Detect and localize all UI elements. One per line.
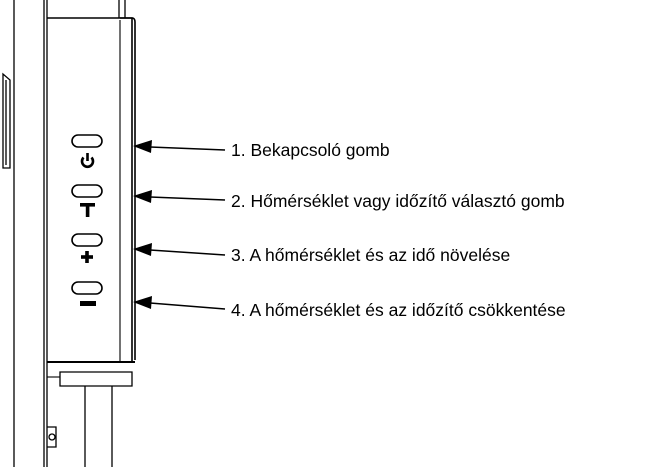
button-power[interactable]	[71, 134, 103, 148]
minus-icon	[80, 301, 96, 306]
arrow-2	[133, 190, 226, 203]
power-icon	[80, 153, 95, 169]
device-body	[47, 17, 136, 467]
wall-structure	[13, 0, 126, 467]
callout-label-3: 3. A hőmérséklet és az idő növelése	[231, 245, 510, 265]
arrow-4	[133, 296, 226, 310]
callout-label-1: 1. Bekapcsoló gomb	[231, 140, 390, 160]
button-select[interactable]	[71, 184, 103, 198]
button-minus[interactable]	[71, 281, 103, 295]
callout-label-4: 4. A hőmérséklet és az időzítő csökkenté…	[231, 300, 566, 320]
arrow-1	[133, 140, 226, 153]
arrow-3	[133, 243, 226, 256]
button-plus[interactable]	[71, 233, 103, 247]
callout-label-2: 2. Hőmérséklet vagy időzítő választó gom…	[231, 191, 565, 211]
plus-icon	[81, 251, 93, 263]
side-knob	[2, 72, 11, 169]
t-icon	[80, 203, 95, 217]
arrows	[133, 140, 226, 310]
bolt	[47, 426, 57, 448]
